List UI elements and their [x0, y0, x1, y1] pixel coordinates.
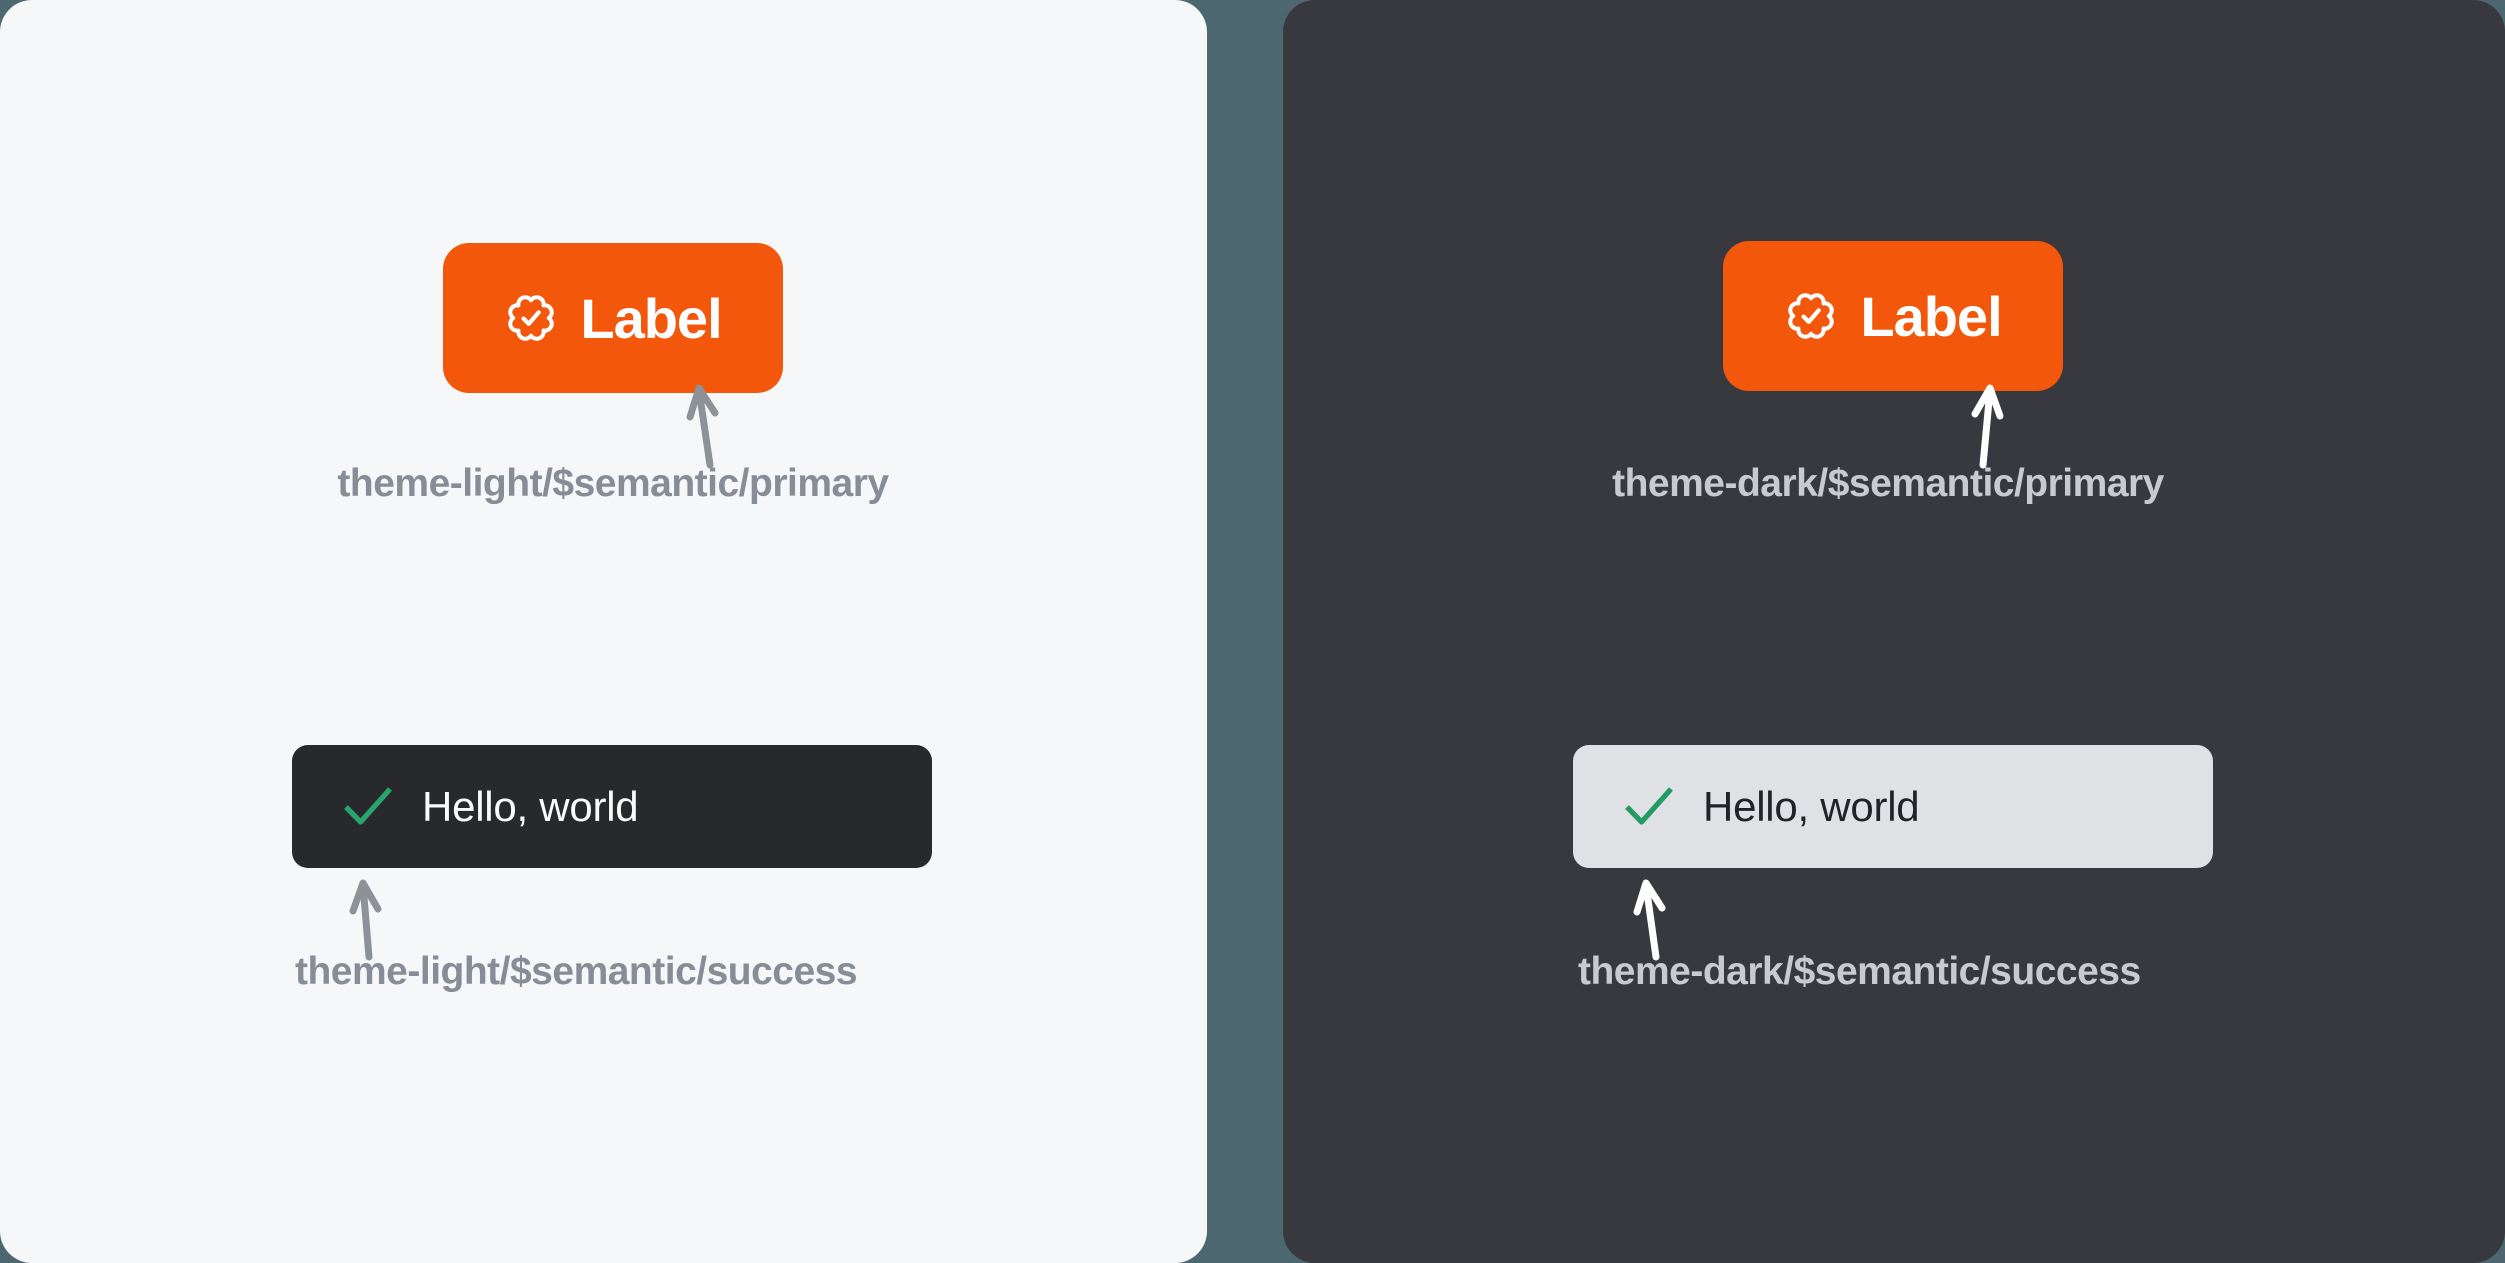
toast-message: Hello, world	[1703, 782, 1920, 830]
button-label: Label	[1860, 284, 2002, 348]
verified-badge-icon	[1788, 293, 1835, 339]
token-caption-primary: theme-light/$semantic/primary	[337, 462, 889, 505]
verified-badge-icon	[508, 295, 555, 341]
theme-dark-panel: Label theme-dark/$semantic/primary Hello…	[1283, 0, 2505, 1263]
check-icon	[344, 786, 392, 825]
button-label: Label	[580, 286, 722, 350]
token-caption-success: theme-dark/$semantic/success	[1578, 950, 2141, 993]
primary-button[interactable]: Label	[443, 243, 783, 393]
success-toast: Hello, world	[1573, 745, 2213, 868]
success-toast: Hello, world	[292, 745, 932, 868]
toast-message: Hello, world	[422, 782, 639, 830]
theme-light-panel: Label theme-light/$semantic/primary Hell…	[0, 0, 1207, 1263]
primary-button[interactable]: Label	[1723, 241, 2063, 391]
token-caption-primary: theme-dark/$semantic/primary	[1612, 462, 2164, 505]
token-caption-success: theme-light/$semantic/success	[295, 950, 858, 993]
check-icon	[1625, 786, 1673, 825]
